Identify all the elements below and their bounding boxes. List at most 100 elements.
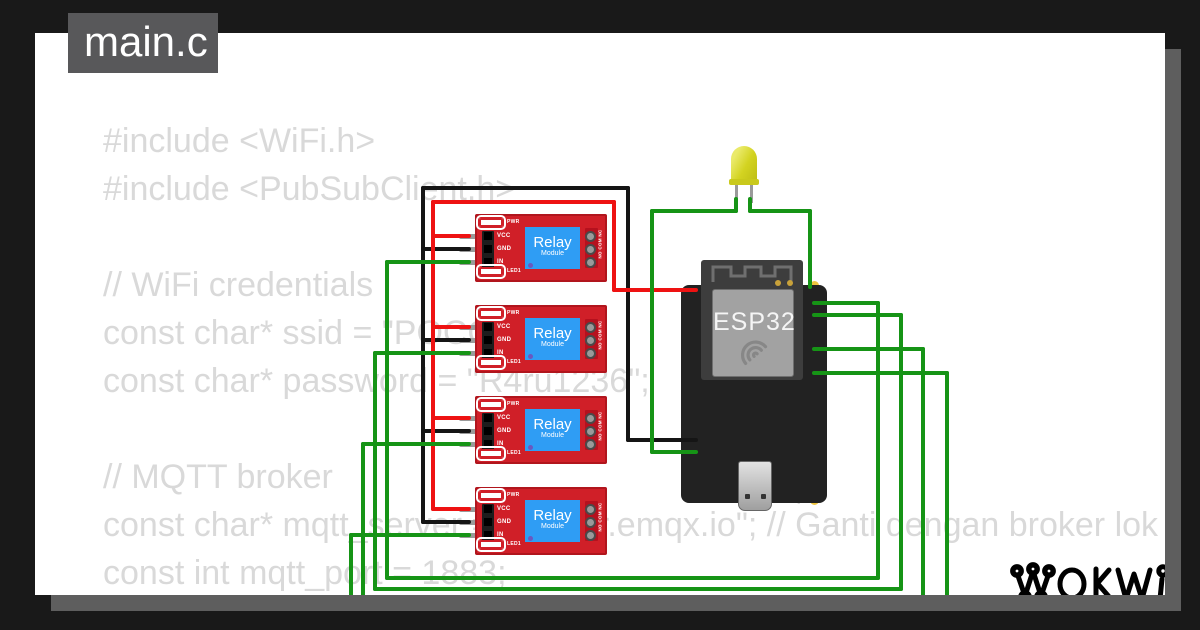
wire-in2-gpio22 xyxy=(373,351,377,591)
esp32-shield: ESP32 xyxy=(712,289,796,377)
relay-title: Relay xyxy=(533,507,572,524)
wire-gnd-stub xyxy=(421,338,471,342)
relay-terminal-screw xyxy=(585,321,596,333)
relay-pin-slot xyxy=(484,258,492,266)
wire-gnd-stub xyxy=(421,520,471,524)
wire-led-gpio13 xyxy=(650,209,654,454)
relay-terminal-label: NO COM NC xyxy=(597,411,603,441)
usb-connector xyxy=(738,461,772,511)
wire-led-gpio13 xyxy=(650,209,738,213)
wire-in1-gpio23 xyxy=(876,301,880,580)
relay-pin-slot xyxy=(484,531,492,539)
code-line xyxy=(103,213,1158,261)
wire-in1-gpio23 xyxy=(812,301,880,305)
wire-in4-gpio19 xyxy=(349,533,471,537)
antenna-pad-icon xyxy=(787,280,793,286)
relay-pin-label: GND xyxy=(497,428,512,434)
relay-terminal-screw xyxy=(585,243,596,255)
esp32-label: ESP32 xyxy=(713,308,796,336)
wire-in4-gpio19 xyxy=(945,371,949,595)
wire-vcc-stub xyxy=(431,234,471,238)
wire-led-gpio13 xyxy=(734,197,738,213)
wire-led-gpio13 xyxy=(650,450,698,454)
relay-pin-slot xyxy=(484,414,492,422)
relay-pin-label: GND xyxy=(497,337,512,343)
code-line: const char* mqtt_server = "broker.emqx.i… xyxy=(103,506,1159,544)
relay-pin-label: IN xyxy=(497,259,504,265)
relay-pin-label: VCC xyxy=(497,506,511,512)
relay-subtitle: Module xyxy=(541,341,564,348)
relay-pin-slot xyxy=(484,349,492,357)
code-line: #include <WiFi.h> xyxy=(103,122,376,160)
file-tab[interactable]: main.c xyxy=(68,13,218,73)
wire-in1-gpio23 xyxy=(385,260,389,580)
relay-terminal-screw xyxy=(585,516,596,528)
relay-pin-slot xyxy=(484,323,492,331)
relay-terminal-label: NO COM NC xyxy=(597,229,603,259)
wire-vcc-bus xyxy=(612,200,616,292)
wire-vcc-bus xyxy=(431,200,435,511)
relay-pin-label: IN xyxy=(497,441,504,447)
relay-terminal-screw xyxy=(585,256,596,268)
relay-pin-slot xyxy=(484,518,492,526)
wire-vcc-stub xyxy=(431,507,471,511)
wire-vcc-stub xyxy=(431,416,471,420)
relay-title: Relay xyxy=(533,416,572,433)
relay-corner-dot xyxy=(528,263,533,268)
wire-in3-gpio21 xyxy=(921,347,925,595)
wire-vcc-bus xyxy=(431,200,616,204)
relay-terminal-screw xyxy=(585,425,596,437)
relay-pwr-led xyxy=(476,397,506,412)
code-block: #include <WiFi.h> #include <PubSubClient.… xyxy=(103,117,1158,595)
wire-led-gnd xyxy=(748,197,752,213)
wire-in4-gpio19 xyxy=(812,371,949,375)
relay-status-led xyxy=(476,537,506,552)
yellow-led[interactable] xyxy=(731,146,757,184)
relay-pwr-label: PWR xyxy=(507,401,520,407)
relay-status-led xyxy=(476,355,506,370)
wire-in3-gpio21 xyxy=(361,442,365,595)
relay-pin-label: GND xyxy=(497,519,512,525)
relay-pin-label: IN xyxy=(497,532,504,538)
relay-subtitle: Module xyxy=(541,432,564,439)
led-leg xyxy=(735,181,738,205)
relay-terminal-label: NO COM NC xyxy=(597,502,603,532)
relay-terminal-screw xyxy=(585,503,596,515)
wire-in1-gpio23 xyxy=(385,260,471,264)
relay-pwr-led xyxy=(476,306,506,321)
wire-in3-gpio21 xyxy=(812,347,925,351)
wire-led-gnd xyxy=(808,209,812,289)
wire-in2-gpio22 xyxy=(373,587,903,591)
relay-status-led xyxy=(476,264,506,279)
relay-terminal-screw xyxy=(585,529,596,541)
relay-status-led-label: LED1 xyxy=(507,268,521,274)
relay-pwr-led xyxy=(476,488,506,503)
esp32-antenna-icon xyxy=(711,265,793,282)
wire-gnd-bus xyxy=(421,186,630,190)
wire-gnd-bus xyxy=(421,186,425,524)
antenna-pad-icon xyxy=(775,280,781,286)
relay-pin-slot xyxy=(484,245,492,253)
led-leg xyxy=(750,181,753,203)
usb-pin-dot xyxy=(761,494,766,499)
relay-terminal-screw xyxy=(585,334,596,346)
relay-title: Relay xyxy=(533,325,572,342)
relay-pin-slot xyxy=(484,505,492,513)
relay-status-led-label: LED1 xyxy=(507,359,521,365)
code-line: #include <PubSubClient.h> xyxy=(103,170,516,208)
wire-led-gnd xyxy=(748,209,812,213)
relay-corner-dot xyxy=(528,536,533,541)
wire-in3-gpio21 xyxy=(361,442,471,446)
code-line: // MQTT broker xyxy=(103,458,333,496)
relay-status-led xyxy=(476,446,506,461)
code-line: const int mqtt_port = 1883; xyxy=(103,554,507,592)
code-line: // WiFi credentials xyxy=(103,266,374,304)
usb-pin-dot xyxy=(745,494,750,499)
